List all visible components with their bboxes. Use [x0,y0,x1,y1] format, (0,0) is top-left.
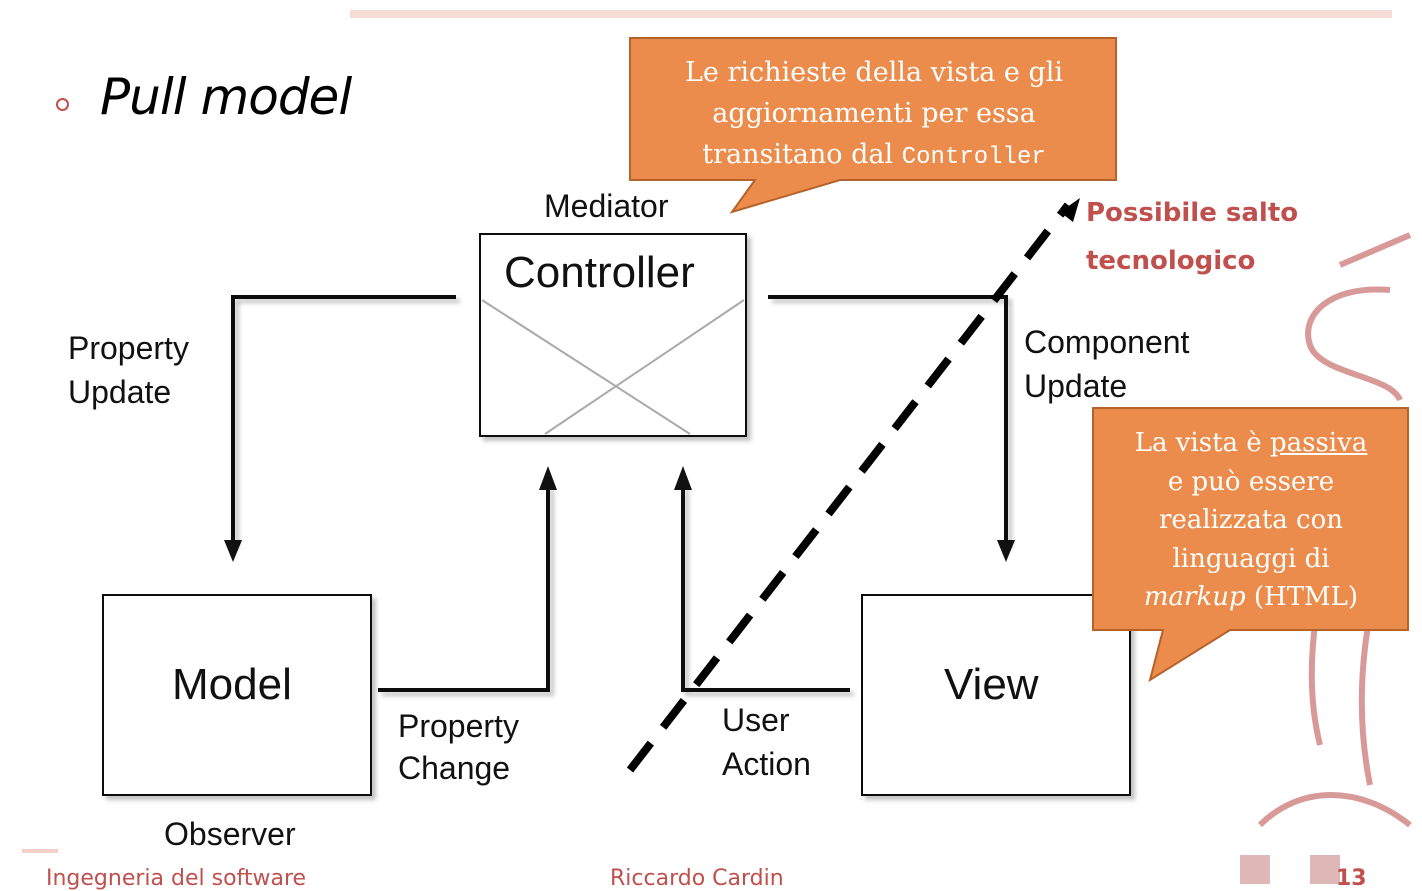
markup-italic: markup [1143,582,1246,612]
view-label: View [944,660,1039,709]
property-change-line [378,485,550,692]
callout-right-line-5: markup (HTML) [1098,578,1404,617]
footer-course: Ingegneria del software [46,866,307,891]
callout-top-line-3: transitano dal Controller [636,134,1112,178]
passiva-underlined: passiva [1269,428,1368,458]
slide-title: Pull model [100,68,352,126]
property-update-line [231,295,456,545]
callout-right-line-4: linguaggi di [1172,543,1330,574]
user-action-label-1: User [722,702,790,738]
property-update-label-1: Property [68,330,189,366]
footer-page-number: 13 [1336,866,1367,891]
controller-cross-line [544,299,745,435]
user-action-line [681,485,850,692]
controller-cross-line [481,299,691,435]
property-update-label-2: Update [68,374,172,410]
callout-right-line-1: La vista è passiva [1098,424,1404,463]
callout-right-shape [1092,407,1409,683]
callout-right-line-3: realizzata con [1158,505,1344,535]
component-update-label-1: Component [1024,324,1190,360]
callout-right-line-1-pre: La vista è [1134,428,1270,458]
top-accent-bar [350,10,1392,18]
callout-right-text: La vista è passiva e può essere realizza… [1098,424,1404,617]
footer-author: Riccardo Cardin [610,866,784,891]
arrow-up-icon [674,466,692,490]
controller-box [479,233,747,437]
footer-accent-bar [22,849,58,853]
component-update-line [768,295,1008,545]
callout-top-line-3-text: transitano dal [702,139,902,170]
callout-top-line-2: aggiornamenti per essa [712,98,1036,129]
technology-boundary-line [626,202,1072,773]
callout-top-line-1: Le richieste della vista e gli [684,57,1064,88]
callout-right-line-5-rest: (HTML) [1245,582,1359,612]
tech-jump-label-1: Possibile salto [1086,198,1299,228]
view-box [861,594,1131,796]
callout-top-text: Le richieste della vista e gli aggiornam… [636,52,1112,178]
observer-label: Observer [164,816,296,852]
arrow-down-icon [224,540,242,562]
callout-top-shape [629,37,1117,214]
callout-top-code: Controller [901,144,1046,171]
user-action-label-2: Action [722,746,811,782]
arrow-down-icon [997,540,1015,562]
tech-jump-label-2: tecnologico [1086,246,1256,276]
boundary-arrowhead-icon [1060,198,1080,222]
model-label: Model [172,660,292,709]
arrow-up-icon [539,466,557,490]
property-change-label-1: Property [398,708,519,744]
bullet-icon [56,98,69,111]
property-change-label-2: Change [398,750,511,786]
mediator-label: Mediator [544,188,669,224]
model-box [102,594,372,796]
callout-right-line-2: e può essere [1167,466,1335,497]
controller-label: Controller [504,248,695,297]
component-update-label-2: Update [1024,368,1128,404]
